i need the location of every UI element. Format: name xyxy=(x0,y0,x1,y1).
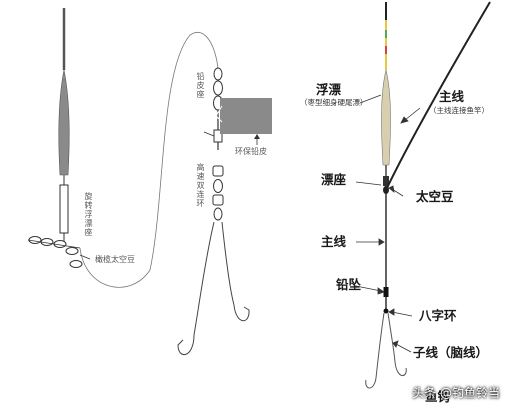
left-sinker-seat xyxy=(213,67,223,150)
main-line-label: 主线 xyxy=(321,234,347,249)
left-olive-beads xyxy=(27,236,83,268)
right-main-line-to-rod xyxy=(385,1,491,191)
main-line-sublabel: （主线连接鱼竿） xyxy=(429,106,489,115)
swivel-label-right: 八字环 xyxy=(419,308,457,323)
right-hooks xyxy=(365,312,407,389)
swivel-label-left: 高速双连环 xyxy=(196,163,205,208)
sinker-seat-label: 铅皮座 xyxy=(196,72,205,99)
left-double-hooks xyxy=(177,221,250,355)
float-sublabel: （枣型细身硬尾漂） xyxy=(300,98,368,107)
float-label: 浮漂 xyxy=(316,82,342,97)
hook-label: 鱼钩 xyxy=(425,389,451,404)
left-float xyxy=(58,8,70,245)
main-line-to-rod-label: 主线 xyxy=(439,89,465,104)
right-space-bean xyxy=(383,186,389,194)
left-swivel xyxy=(212,165,224,221)
sinker-label: 铅坠 xyxy=(336,277,362,292)
label-pointers xyxy=(79,94,421,353)
left-main-line xyxy=(79,32,219,288)
right-sinker xyxy=(383,287,389,314)
leader-line-label: 子线（脑线） xyxy=(413,345,489,360)
watermark: 头条 @钓鱼铃当 xyxy=(412,386,500,400)
olive-bead-label: 橄榄太空豆 xyxy=(95,255,135,264)
float-seat-label-right: 漂座 xyxy=(321,172,347,187)
right-float xyxy=(381,2,391,186)
space-bean-label: 太空豆 xyxy=(416,189,454,204)
float-seat-label: 旋转浮漂座 xyxy=(84,192,93,237)
sinker-plate-label: 环保铅皮 xyxy=(235,147,267,156)
left-sinker-plate xyxy=(215,98,272,145)
